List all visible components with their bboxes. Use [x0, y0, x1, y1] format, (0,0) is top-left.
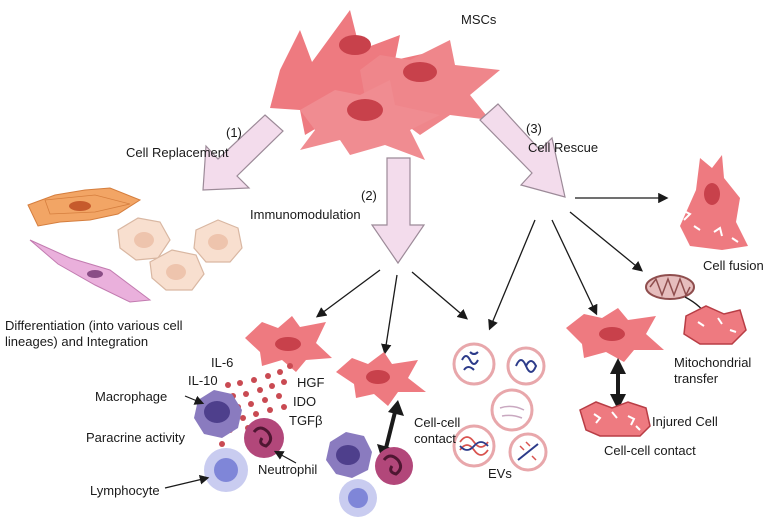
paracrine-label: Paracrine activity: [86, 430, 185, 445]
evs-label: EVs: [488, 466, 512, 481]
lymphocyte-cell: [204, 448, 248, 492]
cytokine-il10: IL-10: [188, 373, 218, 388]
differentiated-cells: [27, 187, 243, 303]
mitochondria-icon: [645, 274, 695, 300]
cell-fusion-label: Cell fusion: [703, 258, 764, 273]
macrophage-cell-2: [326, 432, 372, 478]
lymphocyte-cell-2: [339, 479, 377, 517]
neutrophil-label: Neutrophil: [258, 462, 318, 477]
lymphocyte-label: Lymphocyte: [90, 483, 160, 498]
macrophage-label: Macrophage: [95, 389, 168, 404]
immuno-label: Immunomodulation: [250, 207, 361, 222]
mito-transfer-label: Mitochondrial transfer: [674, 355, 752, 386]
immuno-number: (2): [361, 188, 377, 203]
fusion-cell: [680, 155, 748, 250]
differentiation-label: Differentiation (into various cell linea…: [5, 318, 183, 349]
arrow-replacement: [202, 114, 284, 191]
injured-cell-label: Injured Cell: [652, 414, 718, 429]
extracellular-vesicles: [452, 342, 548, 472]
msc-contact-rescue: [566, 308, 664, 362]
cytokine-ido: IDO: [293, 394, 317, 409]
msc-title: MSCs: [461, 12, 497, 27]
rescue-label: Cell Rescue: [528, 140, 599, 155]
rescue-number: (3): [526, 121, 542, 136]
msc-contact-immuno: [336, 352, 426, 406]
neutrophil-cell-2: [375, 447, 413, 485]
replacement-number: (1): [226, 125, 242, 140]
arrow-immuno: [370, 157, 426, 265]
neutrophil-cell: [244, 418, 284, 458]
replacement-label: Cell Replacement: [126, 145, 229, 160]
cell-contact-immuno-label: Cell-cell contact: [414, 415, 461, 446]
thin-arrows: [315, 192, 669, 355]
mito-recipient-cell: [683, 305, 747, 345]
cytokine-hgf: HGF: [297, 375, 325, 390]
cytokine-il6: IL-6: [211, 355, 234, 370]
cell-contact-rescue-label: Cell-cell contact: [604, 443, 696, 458]
msc-paracrine: [245, 316, 332, 372]
macrophage-cell: [194, 390, 242, 438]
cytokine-tgfb: TGFβ: [289, 413, 323, 428]
double-arrow-rescue: [610, 358, 626, 410]
pointer-arrows: [164, 395, 297, 489]
arrow-rescue: [479, 103, 566, 198]
injured-cell: [579, 401, 651, 437]
msc-cluster: [270, 10, 500, 160]
epithelial-cells: [117, 217, 243, 291]
